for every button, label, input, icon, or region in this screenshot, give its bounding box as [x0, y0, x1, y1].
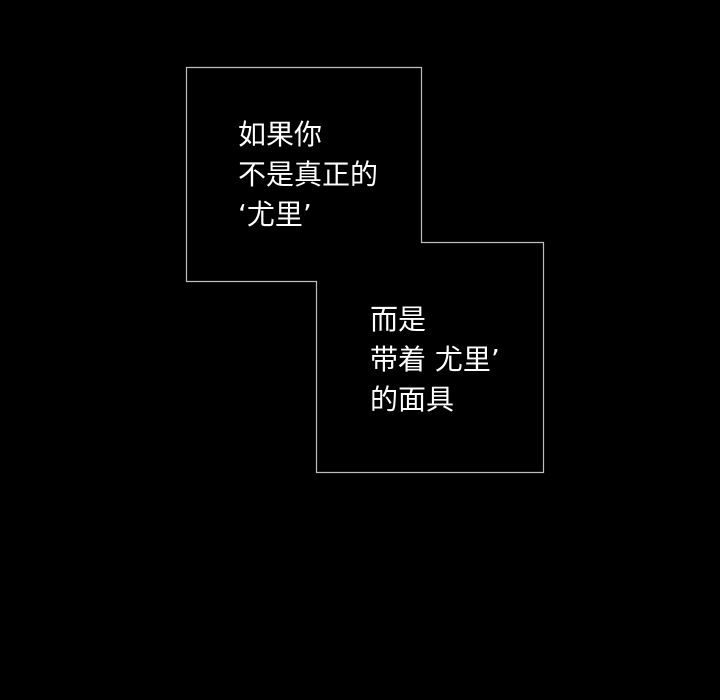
caption-box-1: 如果你 不是真正的 ‘尤里’ [238, 115, 378, 235]
caption-box-2: 而是 带着 尤里’ 的面具 [370, 300, 500, 420]
caption-line: 如果你 [238, 118, 323, 151]
caption-line: 而是 [370, 303, 427, 336]
caption-line: 不是真正的 [238, 158, 379, 191]
caption-line: ‘尤里’ [238, 198, 312, 231]
joined-caption-border [185, 66, 545, 474]
caption-line: 带着 尤里’ [370, 343, 500, 376]
caption-line: 的面具 [370, 383, 455, 416]
